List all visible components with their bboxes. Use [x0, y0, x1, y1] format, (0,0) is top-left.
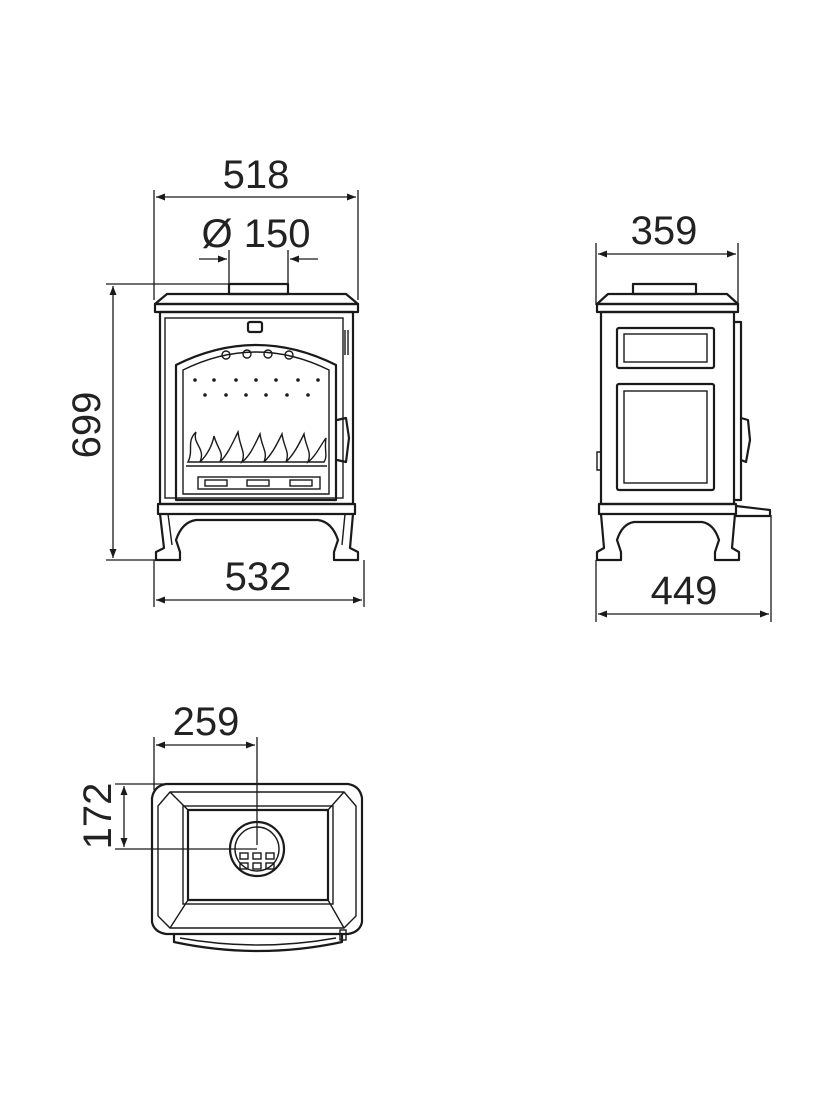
dimension-flue-diameter: Ø 150 [199, 212, 318, 290]
stove-front-body [153, 282, 360, 562]
height-label: 699 [65, 392, 109, 459]
vent-dots [193, 378, 320, 397]
dimension-width-base: 532 [153, 555, 365, 607]
depth-base-label: 449 [651, 569, 718, 613]
depth-top-label: 359 [631, 209, 698, 253]
width-base-label: 532 [225, 555, 292, 599]
dimension-depth-base: 449 [595, 515, 772, 622]
front-view: 518 Ø 150 699 532 [65, 153, 365, 607]
width-top-label: 518 [223, 153, 290, 197]
top-view: 259 172 [76, 700, 364, 953]
dimension-flue-offset-y: 172 [76, 783, 257, 850]
flue-offset-x-label: 259 [173, 700, 240, 744]
side-view: 359 449 [595, 209, 772, 622]
dimension-height: 699 [65, 283, 232, 561]
stove-side-body [595, 282, 772, 562]
flue-diameter-label: Ø 150 [202, 212, 311, 256]
dimension-flue-offset-x: 259 [153, 700, 258, 845]
dimension-depth-top: 359 [595, 209, 739, 305]
stove-top-body [150, 782, 364, 953]
dimension-width-top: 518 [153, 153, 359, 300]
flue-offset-y-label: 172 [76, 783, 120, 850]
